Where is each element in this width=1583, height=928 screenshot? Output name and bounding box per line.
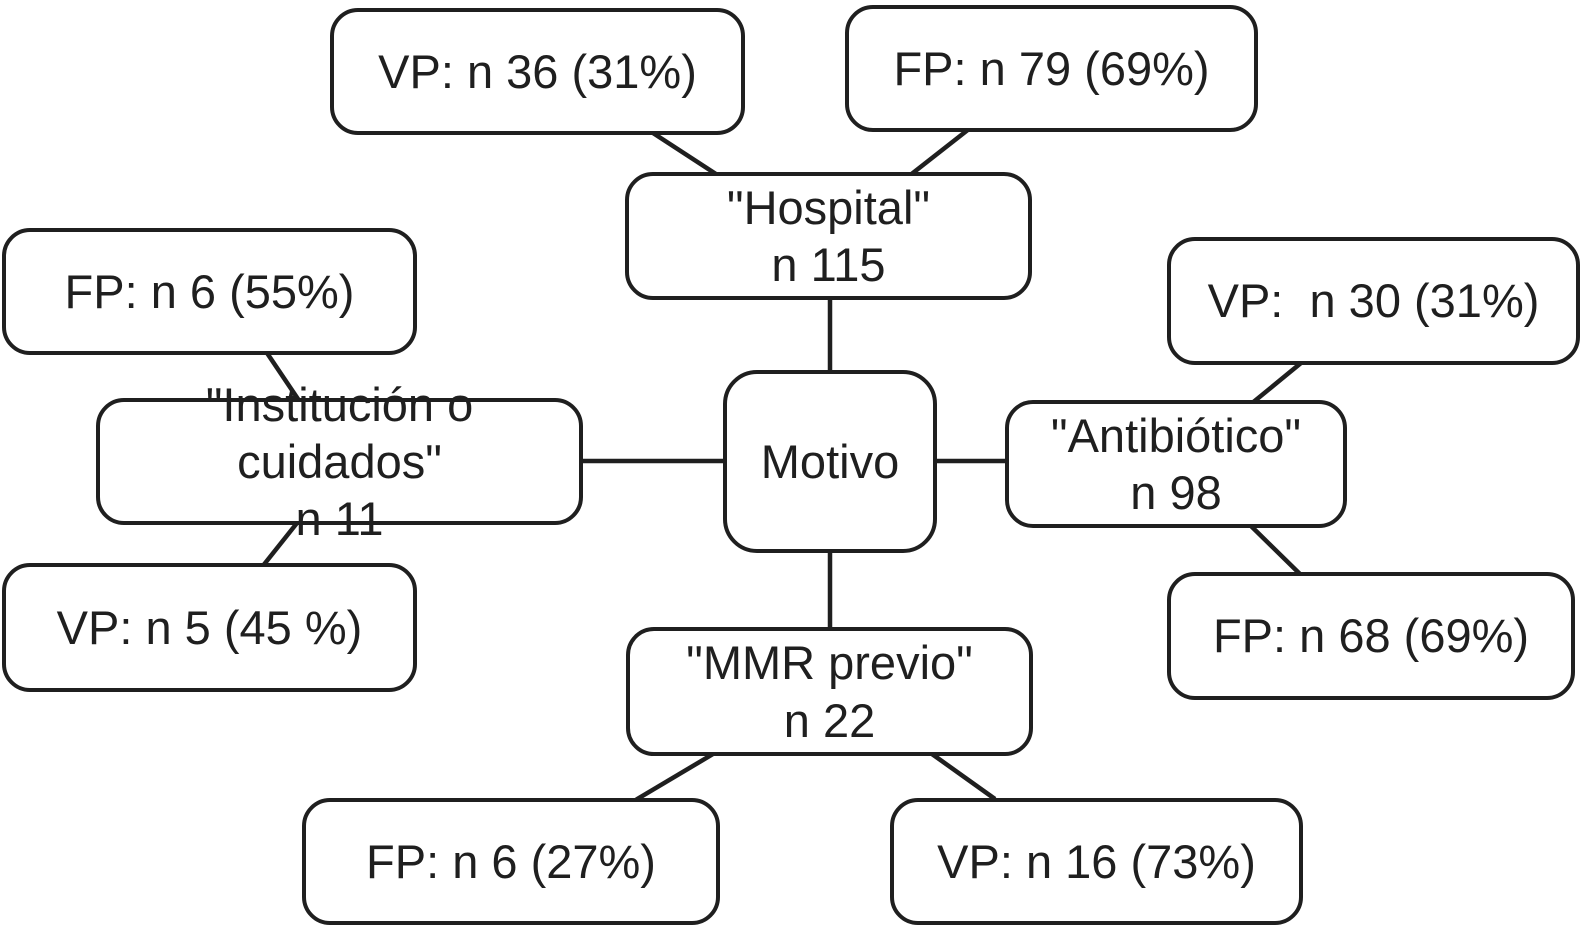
- leaf-label: VP: n 36 (31%): [378, 44, 697, 98]
- connector-hospital-vp: [651, 131, 721, 178]
- leaf-label: FP: n 6 (55%): [64, 264, 355, 318]
- connector-antibiotico-fp: [1249, 524, 1304, 578]
- connector-antibiotico-vp: [1249, 361, 1303, 406]
- leaf-node-antibiotico-vp: VP: n 30 (31%): [1167, 237, 1580, 365]
- leaf-node-mmr-vp: VP: n 16 (73%): [890, 798, 1303, 925]
- leaf-label: FP: n 6 (27%): [366, 834, 656, 888]
- category-count: n 115: [771, 238, 886, 291]
- connector-institucion-fp: [265, 351, 302, 404]
- leaf-node-hospital-vp: VP: n 36 (31%): [330, 8, 745, 135]
- leaf-label: VP: n 5 (45 %): [56, 600, 363, 654]
- leaf-label: VP: n 30 (31%): [1207, 274, 1540, 328]
- category-title: "MMR previo": [686, 636, 973, 690]
- leaf-node-antibiotico-fp: FP: n 68 (69%): [1167, 572, 1575, 700]
- connector-mmr-fp: [632, 752, 715, 803]
- category-count: n 22: [783, 693, 876, 747]
- category-title: "Hospital": [726, 180, 931, 234]
- connector-mmr-vp: [930, 752, 997, 801]
- category-node-antibiotico: "Antibiótico" n 98: [1005, 400, 1347, 528]
- leaf-label: VP: n 16 (73%): [937, 834, 1256, 888]
- leaf-node-institucion-vp: VP: n 5 (45 %): [2, 563, 417, 692]
- leaf-label: FP: n 79 (69%): [893, 41, 1210, 95]
- connector-institucion-vp: [260, 521, 299, 569]
- category-title: "Antibiótico": [1050, 408, 1302, 462]
- category-count: n 11: [295, 492, 384, 546]
- category-title: "Institución o cuidados": [205, 377, 487, 488]
- category-node-hospital: "Hospital" n 115: [625, 172, 1032, 300]
- leaf-node-institucion-fp: FP: n 6 (55%): [2, 228, 417, 355]
- category-node-institucion: "Institución o cuidados" n 11: [96, 378, 583, 545]
- leaf-label: FP: n 68 (69%): [1212, 609, 1530, 663]
- leaf-node-mmr-fp: FP: n 6 (27%): [302, 798, 720, 925]
- leaf-node-hospital-fp: FP: n 79 (69%): [845, 5, 1258, 132]
- category-node-mmr: "MMR previo" n 22: [626, 627, 1033, 756]
- center-node-label: Motivo: [760, 434, 900, 488]
- category-count: n 98: [1130, 466, 1222, 519]
- center-node-motivo: Motivo: [723, 370, 937, 553]
- connector-hospital-fp: [907, 127, 971, 178]
